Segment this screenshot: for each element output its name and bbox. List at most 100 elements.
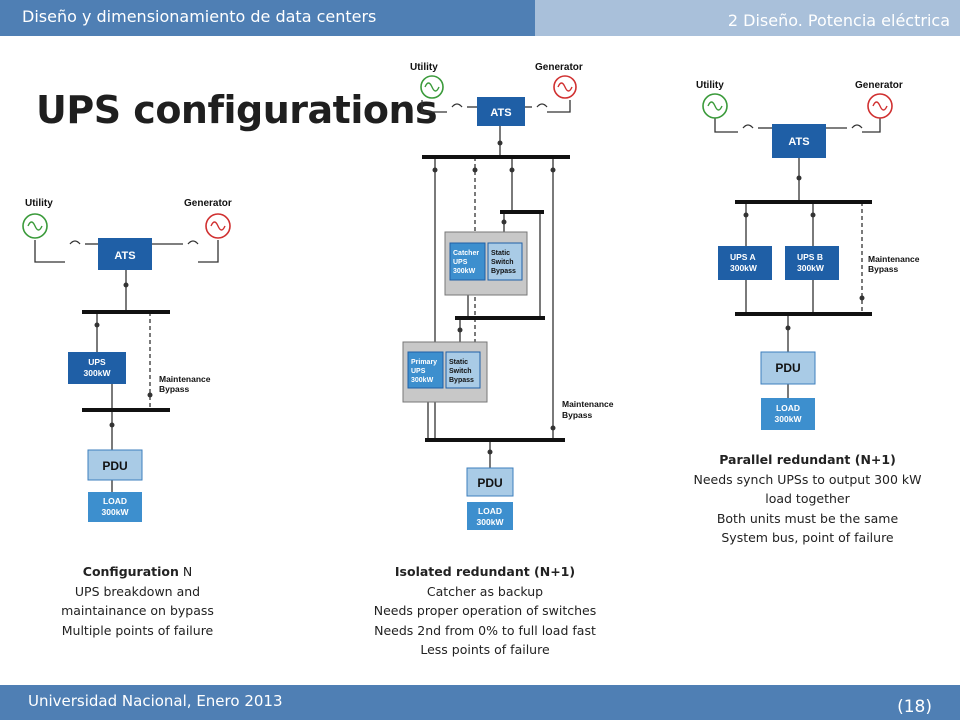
caption-title: Isolated redundant (N+1) [394, 564, 576, 579]
caption-line: Both units must be the same [716, 510, 899, 526]
load-rating: 300kW [102, 507, 130, 517]
load-rating: 300kW [775, 414, 803, 424]
caption-line: maintainance on bypass [61, 603, 214, 618]
caption-isolated-redundant: Isolated redundant (N+1) Catcher as back… [355, 562, 615, 660]
switch-label: Switch [491, 259, 514, 266]
bypass-label: Bypass [449, 377, 474, 384]
switch-label: Switch [449, 368, 472, 375]
bus-bar [500, 210, 544, 214]
diagram-n-elements: Utility Generator ATS UPS 300kW Maintena… [22, 198, 232, 522]
breaker-icon [796, 175, 802, 181]
primary-label: Primary [411, 359, 437, 366]
generator-label: Generator [535, 62, 583, 73]
breaker-icon [147, 392, 153, 398]
diagram-parallel-elements: Utility Generator ATS UPS A 300kW UPS B … [696, 80, 920, 430]
static-label: Static [449, 359, 468, 366]
ats-label: ATS [490, 107, 511, 119]
breaker-icon [743, 212, 749, 218]
pdu-box [466, 467, 514, 497]
breaker-icon [432, 167, 438, 173]
load-box [88, 492, 142, 522]
bypass-label: Bypass [159, 384, 190, 394]
bus-bar [422, 155, 570, 159]
caption-line: Needs synch UPSs to output 300 kW [693, 471, 922, 487]
ups-a-box [718, 246, 772, 280]
ats-box [98, 238, 152, 270]
sine-wave-icon [210, 221, 226, 231]
bus-bar [82, 310, 170, 314]
ups-a-rating: 300kW [730, 263, 758, 273]
breaker-icon [472, 167, 478, 173]
primary-ups-box [407, 351, 444, 389]
breaker-icon [859, 295, 865, 301]
bypass-label: Bypass [491, 268, 516, 275]
sine-wave-icon [707, 101, 723, 111]
catcher-ups-box [449, 242, 486, 281]
bus-bar [735, 200, 872, 204]
ups-b-box [785, 246, 839, 280]
primary-rating: 300kW [411, 377, 434, 384]
caption-line: Multiple points of failure [61, 622, 214, 638]
catcher-ups-label: UPS [453, 259, 468, 266]
caption-line: UPS breakdown and [74, 583, 201, 599]
generator-label: Generator [855, 80, 903, 91]
bypass-label: Bypass [868, 264, 899, 274]
sine-wave-icon [27, 221, 43, 231]
caption-title-bold: Configuration [82, 564, 179, 579]
load-label: LOAD [776, 403, 800, 413]
diagram-configuration-n [34, 240, 219, 492]
header-section-bar [535, 0, 960, 36]
utility-label: Utility [696, 80, 724, 91]
breaker-icon [109, 422, 115, 428]
load-box [761, 398, 815, 430]
catcher-rating: 300kW [453, 268, 476, 275]
caption-line: Needs proper operation of switches [373, 603, 597, 618]
page-number: (18) [897, 697, 932, 717]
bus-bar [455, 316, 545, 320]
pdu-label: PDU [477, 476, 502, 490]
ups-label: UPS [88, 357, 106, 367]
static-switch-box [487, 242, 523, 281]
load-rating: 300kW [477, 517, 505, 527]
static-label: Static [491, 250, 510, 257]
caption-line: Needs 2nd from 0% to full load fast [374, 622, 596, 638]
sine-wave-icon [424, 82, 440, 92]
maintenance-label: Maintenance [159, 374, 211, 384]
footer-text: Universidad Nacional, Enero 2013 [28, 692, 283, 710]
breaker-icon [487, 449, 493, 455]
static-switch-box [445, 351, 481, 389]
slide-title: UPS configurations [36, 88, 438, 132]
diagram-isolated-elements: Utility Generator ATS Catcher UPS 300kW … [402, 62, 614, 530]
ats-box [772, 124, 826, 158]
bus-bar [425, 438, 565, 442]
primary-ups-label: UPS [411, 368, 426, 375]
maintenance-label: Maintenance [868, 254, 920, 264]
ups-rating: 300kW [84, 368, 112, 378]
caption-title: Configuration N [30, 562, 245, 582]
caption-line: load together [765, 491, 850, 506]
ups-b-rating: 300kW [797, 263, 825, 273]
breaker-icon [509, 167, 515, 173]
breaker-icon [550, 425, 556, 431]
presentation-title: Diseño y dimensionamiento de data center… [22, 7, 377, 26]
ats-box [477, 97, 525, 126]
pdu-label: PDU [102, 459, 127, 473]
breaker-icon [550, 167, 556, 173]
load-label: LOAD [478, 506, 502, 516]
footer-bar [0, 685, 960, 720]
ups-box [68, 352, 126, 384]
catcher-label: Catcher [453, 250, 479, 257]
bypass-label: Bypass [562, 410, 593, 420]
diagram-isolated-redundant [421, 100, 571, 468]
bus-bar [82, 408, 170, 412]
caption-parallel-redundant: Parallel redundant (N+1) Needs synch UPS… [680, 450, 935, 548]
breaker-icon [123, 282, 129, 288]
breaker-icon [94, 322, 100, 328]
ats-label: ATS [114, 250, 135, 262]
pdu-box [760, 351, 816, 385]
load-label: LOAD [103, 496, 127, 506]
breaker-icon [457, 327, 463, 333]
breaker-icon [497, 140, 503, 146]
caption-title: Parallel redundant (N+1) [719, 452, 896, 467]
